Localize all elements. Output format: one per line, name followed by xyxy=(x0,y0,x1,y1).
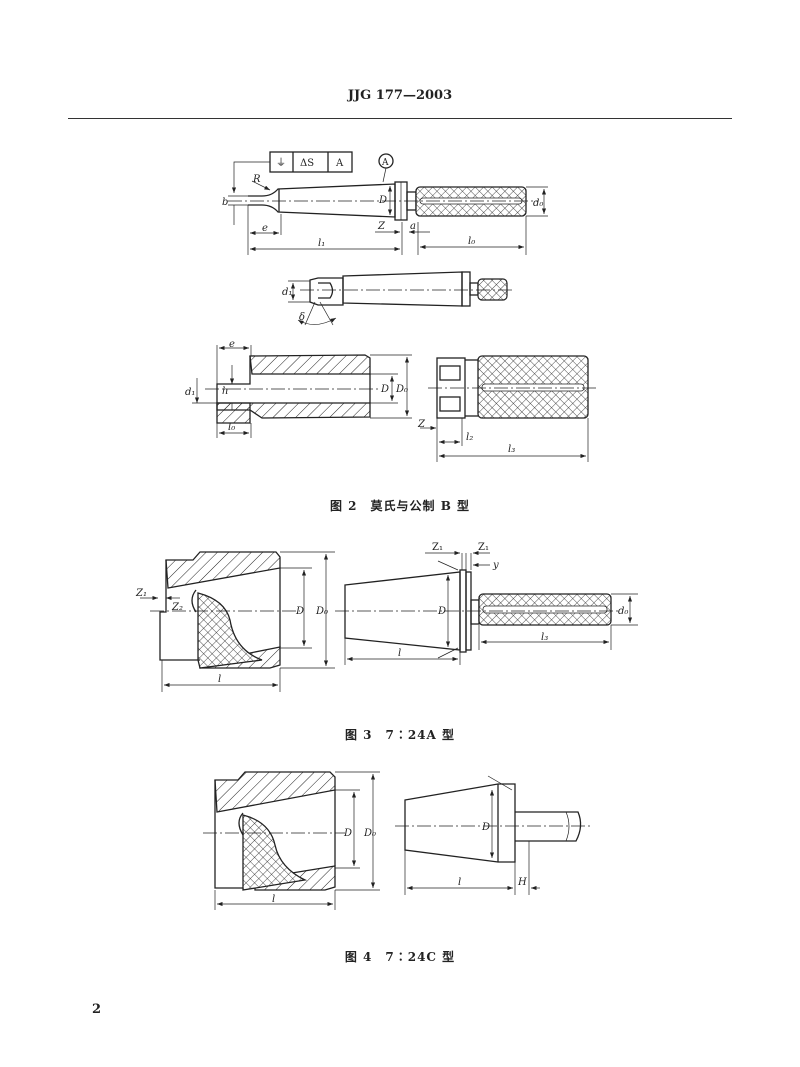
dim-Z1-right: Z₁ xyxy=(478,542,489,553)
fig4-sleeve-section: D D₀ l xyxy=(203,771,380,910)
fig2-knurled-sleeve: Z l₂ l₃ xyxy=(417,355,598,462)
dim-d1-sleeve: d₁ xyxy=(185,387,195,398)
dim-l1: l₁ xyxy=(318,238,325,249)
dim-l-plug: l xyxy=(398,648,401,659)
dim-D0-sleeve: D₀ xyxy=(395,384,408,395)
dim-a: a xyxy=(410,221,416,232)
dim-l0: l₀ xyxy=(468,236,475,247)
dim-H: H xyxy=(517,877,527,888)
dim-R: R xyxy=(252,174,261,185)
dim-Z-knurled: Z xyxy=(417,419,426,430)
tolerance-symbol: ⏚ xyxy=(276,157,286,169)
dim-D: D xyxy=(378,195,387,206)
datum-circle-label: A xyxy=(381,158,389,168)
fig2-tang-gauge: d₁ δ xyxy=(282,271,515,326)
dim-Z1: Z₁ xyxy=(135,588,147,599)
dim-l3: l₃ xyxy=(541,632,548,643)
dim-h: h xyxy=(222,386,228,397)
figure-4-caption: 图 4 7∶24C 型 xyxy=(344,950,456,964)
figure-3-caption: 图 3 7∶24A 型 xyxy=(344,728,456,742)
dim-Z2: Z₂ xyxy=(171,602,183,613)
fig2-sleeve-section: e d₁ h l₀ D D₀ xyxy=(185,339,412,438)
dim-d0: d₀ xyxy=(618,606,628,617)
dim-l2: l₂ xyxy=(466,432,473,443)
dim-l: l xyxy=(218,674,221,685)
dim-D: D xyxy=(343,828,352,839)
fig4-taper-plug: D l H xyxy=(395,775,590,895)
dim-D-plug: D xyxy=(481,822,490,833)
dim-D0: D₀ xyxy=(315,606,328,617)
dim-D-sleeve: D xyxy=(380,384,389,395)
dim-e: e xyxy=(262,223,268,234)
dim-Z1-left: Z₁ xyxy=(432,542,443,553)
fig2-plug-gauge: ⏚ ΔS A A R b e l₁ D xyxy=(222,151,548,255)
dim-delta: δ xyxy=(299,312,305,323)
dim-D0: D₀ xyxy=(363,828,376,839)
dim-l0-sleeve: l₀ xyxy=(228,422,235,433)
dim-d0: d₀ xyxy=(533,198,543,209)
dim-e-sleeve: e xyxy=(229,339,235,350)
tolerance-value: ΔS xyxy=(300,158,314,169)
page-header: JJG 177—2003 xyxy=(347,88,453,103)
dim-Z: Z xyxy=(377,221,386,232)
dim-y: y xyxy=(492,560,499,571)
dim-l: l xyxy=(272,894,275,905)
fig3-sleeve-section: Z₁ Z₂ D D₀ l xyxy=(135,551,335,692)
header-rule xyxy=(68,118,732,119)
fig3-taper-plug: Z₁ Z₁ y D l l₃ d₀ xyxy=(335,542,638,665)
dim-l3: l₃ xyxy=(508,444,515,455)
tolerance-datum: A xyxy=(335,158,344,169)
dim-l-plug: l xyxy=(458,877,461,888)
page-number: 2 xyxy=(92,1002,102,1017)
dim-D: D xyxy=(295,606,304,617)
dim-b: b xyxy=(222,197,228,208)
dim-d1: d₁ xyxy=(282,287,292,298)
figure-2-caption: 图 2 莫氏与公制 B 型 xyxy=(329,499,471,513)
dim-D-plug: D xyxy=(437,606,446,617)
